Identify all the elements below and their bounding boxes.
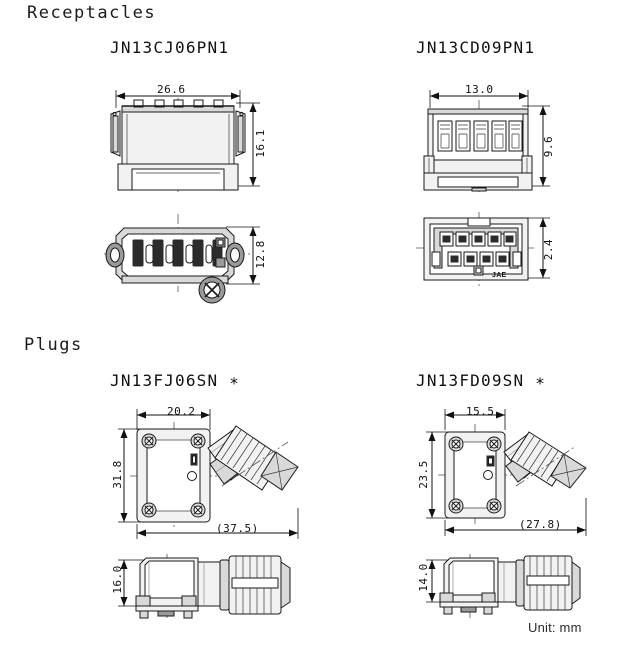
screw-head xyxy=(198,276,226,304)
section-title-plugs: Plugs xyxy=(24,335,83,355)
cable-gland-knurl xyxy=(214,425,299,491)
dimension-label-37-5: (37.5) xyxy=(216,522,259,535)
dimension-label-23-5: 23.5 xyxy=(416,460,430,489)
dimension-label-12-8: 12.8 xyxy=(253,240,267,269)
dimension-label-2-4: 2.4 xyxy=(542,238,556,261)
dimension-label-26-6: 26.6 xyxy=(157,83,186,96)
cable-gland-barrel xyxy=(515,555,581,611)
dimension-line-12-8 xyxy=(226,226,260,285)
dimension-line-31-8 xyxy=(118,428,142,523)
dimension-line-23-5 xyxy=(426,431,450,519)
dimension-label-14-0: 14.0 xyxy=(416,563,430,592)
drawing-jn13cd09pn1-front-view xyxy=(410,78,570,193)
drawing-jn13cj06pn1-bottom-view xyxy=(100,212,275,304)
contact-row-upper xyxy=(439,231,517,247)
part-number-jn13cj06pn1: JN13CJ06PN1 xyxy=(110,38,230,57)
part-number-jn13fj06sn: JN13FJ06SN ∗ xyxy=(110,371,240,390)
drawing-jn13cj06pn1-front-view xyxy=(100,78,275,193)
part-number-jn13fd09sn: JN13FD09SN ∗ xyxy=(416,371,546,390)
dimension-line-26-6 xyxy=(115,90,241,108)
drawing-jn13fj06sn-side-view xyxy=(112,548,312,630)
contact-row-lower xyxy=(447,251,510,267)
part-number-jn13cd09pn1: JN13CD09PN1 xyxy=(416,38,536,57)
dimension-line-16-1 xyxy=(236,102,260,187)
dimension-label-16-0: 16.0 xyxy=(110,565,124,594)
section-title-receptacles: Receptacles xyxy=(27,3,157,23)
dimension-label-27-8: (27.8) xyxy=(519,518,562,531)
dimension-line-9-6 xyxy=(522,105,550,187)
contact-windows xyxy=(437,120,523,152)
dimension-label-9-6: 9.6 xyxy=(542,135,556,158)
dimension-line-15-5 xyxy=(444,409,506,430)
drawing-jn13fd09sn-top-view xyxy=(418,400,614,540)
drawing-jn13cd09pn1-bottom-view xyxy=(410,208,570,294)
dimension-line-37-5 xyxy=(136,508,299,539)
cable-gland-knurl xyxy=(510,431,587,489)
dimension-line-20-2 xyxy=(136,409,211,430)
dimension-label-15-5: 15.5 xyxy=(466,405,495,418)
dimension-line-13-0 xyxy=(429,90,529,108)
unit-note: Unit: mm xyxy=(528,620,582,635)
dimension-label-16-1: 16.1 xyxy=(253,129,267,158)
dimension-label-13-0: 13.0 xyxy=(465,83,494,96)
dimension-label-31-8: 31.8 xyxy=(110,460,124,489)
mounting-screws xyxy=(141,433,206,518)
dimension-line-27-8 xyxy=(444,498,587,536)
brand-mark-jae: JAE xyxy=(492,272,507,279)
drawing-jn13fj06sn-top-view xyxy=(112,400,312,540)
drawing-jn13fd09sn-side-view xyxy=(418,548,614,630)
contact-cavities xyxy=(132,239,223,267)
mounting-screws xyxy=(448,436,502,514)
cable-gland-barrel xyxy=(219,555,291,615)
dimension-label-20-2: 20.2 xyxy=(167,405,196,418)
